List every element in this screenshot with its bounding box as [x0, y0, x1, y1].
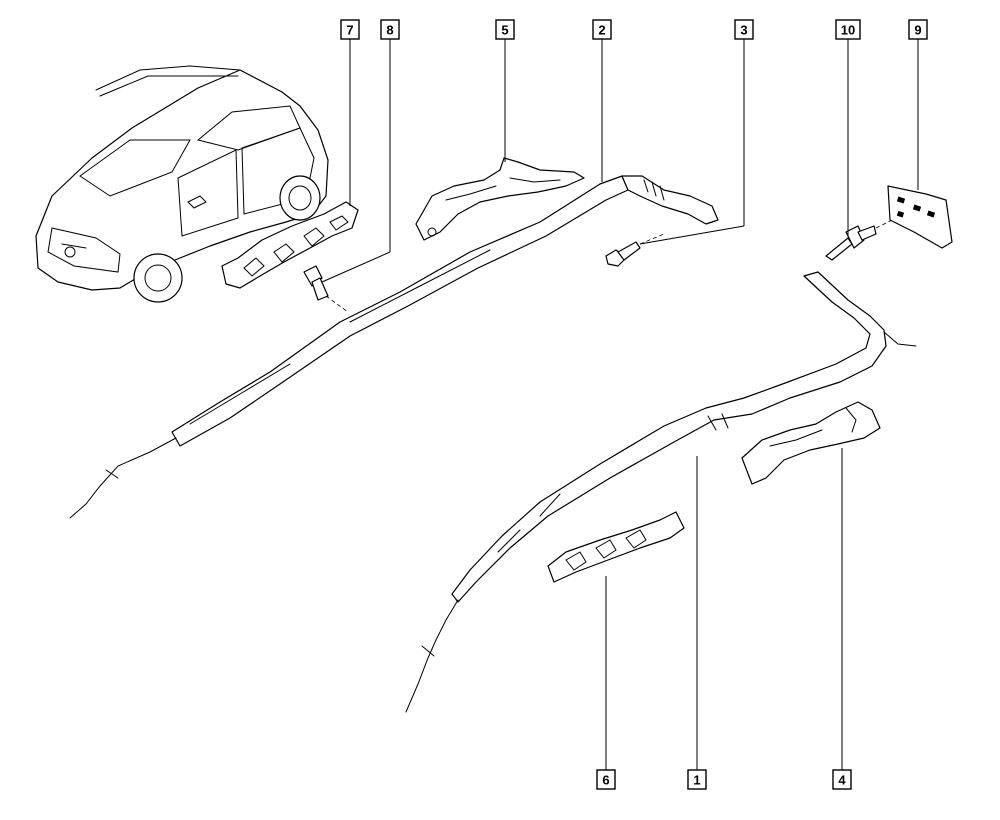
callout-5: 5	[495, 19, 515, 40]
part-2-curtain-airbag	[69, 175, 719, 519]
callout-label: 8	[386, 23, 393, 38]
callout-2: 2	[592, 19, 612, 40]
callout-label: 9	[914, 23, 921, 38]
callout-label: 1	[693, 773, 700, 788]
callout-label: 3	[740, 23, 747, 38]
part-9-plate	[887, 185, 953, 249]
leader-lines	[321, 39, 919, 770]
callout-label: 5	[501, 23, 508, 38]
part-10-rivet	[825, 219, 893, 261]
part-5-bracket	[415, 157, 585, 241]
callout-8: 8	[380, 19, 400, 40]
callout-7: 7	[340, 19, 360, 40]
part-6-bracket	[547, 511, 685, 583]
callout-4: 4	[832, 769, 852, 790]
callout-9: 9	[908, 19, 928, 40]
part-4-bracket	[741, 401, 881, 485]
callout-label: 6	[602, 773, 609, 788]
callout-6: 6	[596, 769, 616, 790]
part-8-clip	[303, 265, 349, 313]
callout-3: 3	[734, 19, 754, 40]
part-7-bracket	[221, 201, 359, 289]
part-3-screw	[605, 233, 665, 267]
callout-label: 10	[841, 23, 855, 38]
callout-10: 10	[835, 19, 861, 40]
callout-label: 4	[838, 773, 846, 788]
part-1-curtain-airbag	[405, 271, 917, 713]
callout-label: 7	[346, 23, 353, 38]
car-illustration	[35, 65, 329, 303]
callout-1: 1	[687, 769, 707, 790]
callout-label: 2	[598, 23, 605, 38]
